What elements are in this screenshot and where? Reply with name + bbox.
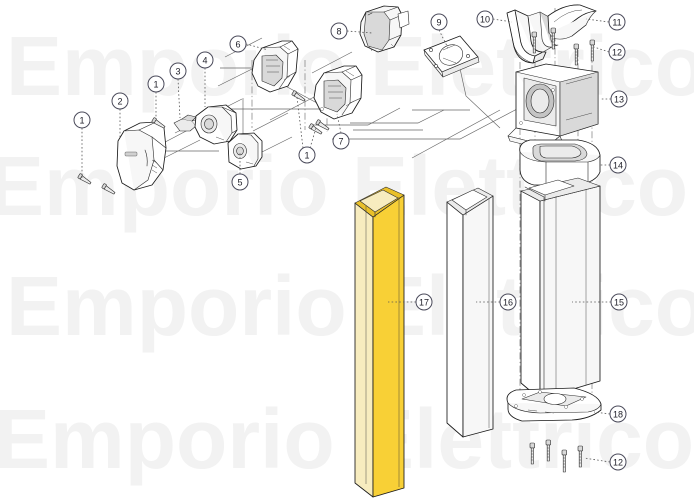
part-15-inner-column-tube xyxy=(520,177,601,400)
callout-circle xyxy=(147,75,165,93)
callout-circle xyxy=(608,43,626,61)
callout-balloon-4[interactable]: 4 xyxy=(196,51,214,69)
part-8-motor-cylinder xyxy=(359,5,410,53)
callout-balloon-7[interactable]: 7 xyxy=(332,132,350,150)
callout-balloon-3[interactable]: 3 xyxy=(169,62,187,80)
callout-circle xyxy=(332,132,350,150)
part-12-bolts-top xyxy=(531,27,595,66)
callout-balloon-12[interactable]: 12 xyxy=(609,453,627,471)
part-11-curved-top-cap xyxy=(547,4,597,40)
callout-circle xyxy=(476,10,494,28)
callout-balloon-17[interactable]: 17 xyxy=(415,293,433,311)
callout-circle xyxy=(229,35,247,53)
callout-number: 11 xyxy=(612,18,621,28)
callout-circle xyxy=(608,13,626,31)
callout-number: 7 xyxy=(338,137,343,147)
callout-balloon-12[interactable]: 12 xyxy=(608,43,626,61)
part-9-mounting-plate-square xyxy=(423,35,480,78)
part-13-head-assembly-block xyxy=(507,63,599,152)
brand-label xyxy=(124,151,138,157)
callout-number: 4 xyxy=(202,56,207,66)
callout-number: 15 xyxy=(614,298,624,308)
part-18-base-foot-plate xyxy=(506,387,602,422)
callout-circle xyxy=(330,22,348,40)
callout-number: 3 xyxy=(175,67,180,77)
callout-balloon-2[interactable]: 2 xyxy=(111,92,129,110)
callout-number: 14 xyxy=(613,161,623,171)
callout-circle xyxy=(298,146,316,164)
callout-number: 13 xyxy=(614,95,624,105)
callout-number: 1 xyxy=(79,116,84,126)
part-6-housing-half-upper xyxy=(251,40,299,93)
callout-circle xyxy=(610,293,628,311)
part-16-middle-column-tube xyxy=(446,187,494,438)
callout-circle xyxy=(610,90,628,108)
callout-number: 9 xyxy=(436,18,441,28)
callout-circle xyxy=(430,13,448,31)
callout-number: 1 xyxy=(153,80,158,90)
callout-circle xyxy=(609,453,627,471)
callout-circle xyxy=(609,405,627,423)
part-10-u-bracket xyxy=(506,9,559,64)
callout-balloon-18[interactable]: 18 xyxy=(609,405,627,423)
part-5-drum-body-small xyxy=(227,132,263,170)
callout-balloon-15[interactable]: 15 xyxy=(610,293,628,311)
callout-balloon-1[interactable]: 1 xyxy=(147,75,165,93)
callout-balloon-5[interactable]: 5 xyxy=(231,173,249,191)
callout-number: 12 xyxy=(612,48,622,58)
callout-number: 17 xyxy=(419,298,429,308)
callout-circle xyxy=(231,173,249,191)
callout-number: 16 xyxy=(503,298,513,308)
callout-circle xyxy=(609,156,627,174)
callout-balloon-8[interactable]: 8 xyxy=(330,22,348,40)
callout-circle xyxy=(73,111,91,129)
callout-balloon-10[interactable]: 10 xyxy=(476,10,494,28)
callout-number: 10 xyxy=(480,15,490,25)
callout-balloon-11[interactable]: 11 xyxy=(608,13,626,31)
callout-leader-lines xyxy=(81,18,611,463)
callout-circle xyxy=(111,92,129,110)
callout-circle xyxy=(499,293,517,311)
callout-number: 6 xyxy=(235,40,240,50)
callout-balloon-1[interactable]: 1 xyxy=(298,146,316,164)
part-17-outer-column-cover xyxy=(354,186,405,498)
part-14-collar-flange-ring xyxy=(519,139,601,186)
callout-number: 8 xyxy=(336,27,341,37)
callout-number: 2 xyxy=(117,97,122,107)
callout-balloon-9[interactable]: 9 xyxy=(430,13,448,31)
part-1-screws xyxy=(77,90,330,195)
callout-balloon-14[interactable]: 14 xyxy=(609,156,627,174)
callout-number: 5 xyxy=(237,178,242,188)
callout-circle xyxy=(415,293,433,311)
part-12-bolts-bottom xyxy=(529,439,583,473)
callout-balloon-1[interactable]: 1 xyxy=(73,111,91,129)
callout-number: 18 xyxy=(613,410,623,420)
part-7-housing-half-lower xyxy=(313,65,363,120)
callout-circle xyxy=(196,51,214,69)
callout-balloon-16[interactable]: 16 xyxy=(499,293,517,311)
callout-balloon-13[interactable]: 13 xyxy=(610,90,628,108)
part-4-drum-body-front xyxy=(194,104,238,145)
callout-number: 12 xyxy=(613,458,623,468)
callout-balloon-6[interactable]: 6 xyxy=(229,35,247,53)
part-2-outer-cover-shell xyxy=(116,121,167,191)
callout-number: 1 xyxy=(304,151,309,161)
callout-circle xyxy=(169,62,187,80)
